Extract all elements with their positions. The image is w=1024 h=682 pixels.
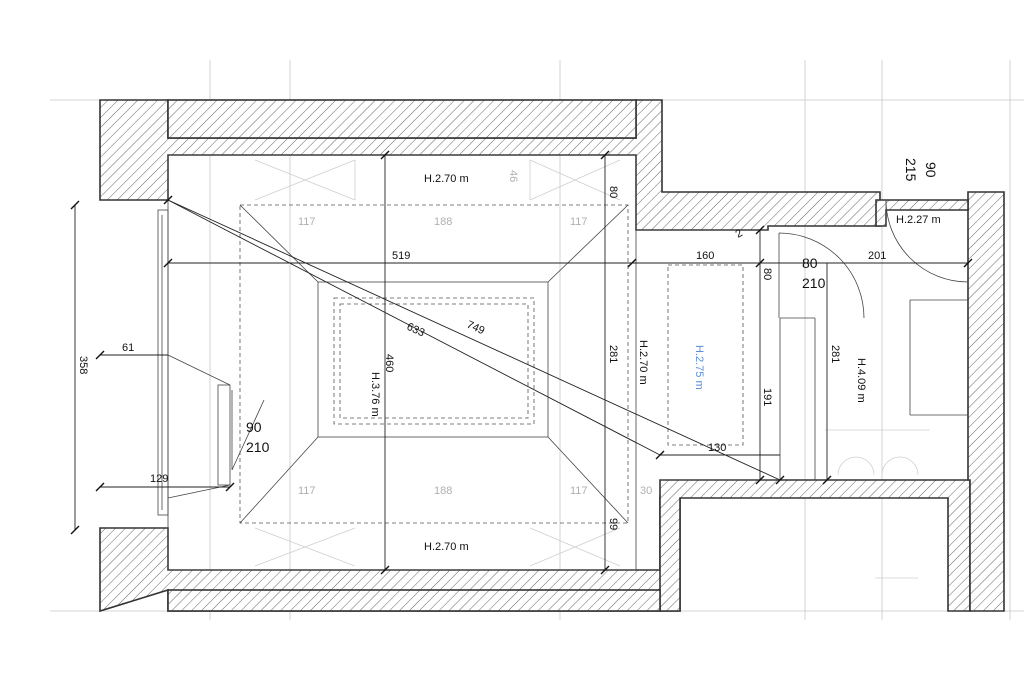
door-top-height: 215 [903,158,919,182]
door-mid-height: 210 [802,275,826,291]
dim-188-t: 188 [434,216,452,228]
dim-129: 129 [150,473,168,485]
label-ceiling-bottom: H.2.70 m [424,541,469,553]
dim-80-top: 80 [607,186,619,198]
door-mid-width: 80 [802,255,818,271]
dim-281-left: 281 [607,345,619,363]
label-ceiling-door: H.2.27 m [896,214,941,226]
dim-460: 460 [383,354,395,372]
wall-bottom-cap [167,589,661,612]
dim-30: 30 [640,485,652,497]
dimension-ticks [70,150,973,575]
dim-99: 99 [607,518,619,530]
door-left-width: 90 [246,419,262,435]
walls [99,99,1005,613]
dim-358: 358 [77,356,89,374]
wall-right [967,191,1005,612]
ceiling-coffer [239,204,629,524]
dim-749: 749 [465,319,487,337]
wall-bottom-right [659,479,971,612]
label-ceiling-top: H.2.70 m [424,173,469,185]
dim-117-tl: 117 [298,216,316,228]
doors [231,199,969,471]
dim-519: 519 [392,250,410,262]
dim-2: 2 [734,227,745,240]
label-ceiling-right: H.2.70 m [637,340,649,385]
label-ceiling-corridor: H.2.75 m [693,345,705,390]
labels: H.2.70 m H.2.70 m H.3.76 m H.2.70 m H.2.… [77,158,941,553]
dim-117-tr: 117 [570,216,588,228]
dim-80-mid: 80 [761,268,773,280]
wall-top-cap [167,99,637,139]
fixtures [825,429,930,579]
dim-188-b: 188 [434,485,452,497]
dim-117-br: 117 [570,485,588,497]
label-ceiling-room: H.4.09 m [855,358,867,403]
dim-61: 61 [122,342,134,354]
dim-281-right: 281 [829,345,841,363]
door-left-height: 210 [246,439,270,455]
dim-46: 46 [507,170,519,182]
dim-191: 191 [761,388,773,406]
window-left [157,209,231,516]
corridor-box [667,264,744,446]
dim-201: 201 [868,250,886,262]
door-top-width: 90 [923,162,939,178]
dim-117-bl: 117 [298,485,316,497]
dim-160: 160 [696,250,714,262]
dim-130: 130 [708,442,726,454]
dim-633: 633 [405,321,427,340]
label-ceiling-center: H.3.76 m [369,372,381,417]
dimension-lines [74,155,968,570]
